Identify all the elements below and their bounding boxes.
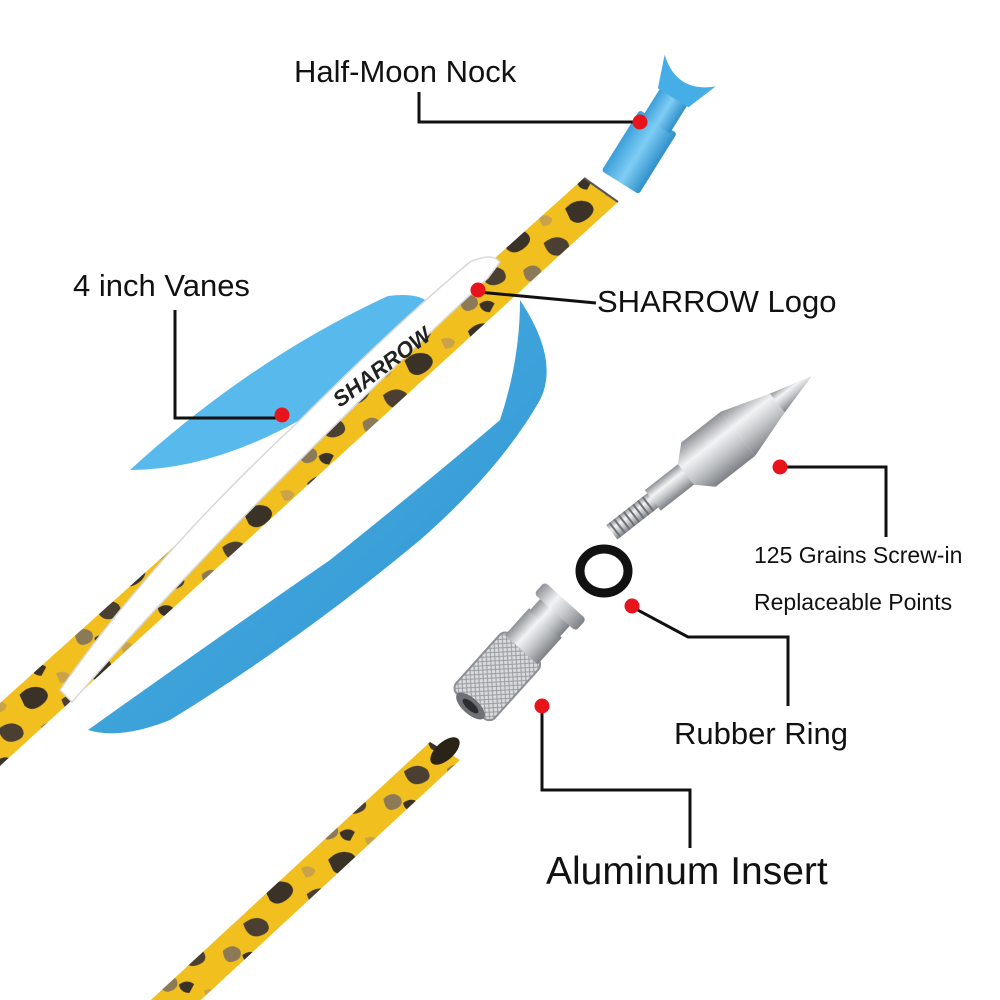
- label-aluminum-insert: Aluminum Insert: [546, 850, 828, 893]
- leader-points: [780, 465, 888, 537]
- label-half-moon-nock: Half-Moon Nock: [294, 54, 517, 89]
- marker-ring: [624, 598, 640, 614]
- leader-insert: [540, 707, 692, 848]
- label-vanes: 4 inch Vanes: [73, 268, 250, 303]
- aluminum-insert: [453, 583, 585, 722]
- screw-in-point: [606, 375, 812, 540]
- arrow-shaft-upper: [0, 177, 619, 766]
- vane-blue-back: [130, 295, 430, 470]
- marker-points: [772, 459, 788, 475]
- rubber-ring: [575, 544, 633, 598]
- label-points-line1: 125 Grains Screw-in: [754, 542, 963, 568]
- leader-nock: [417, 92, 640, 124]
- marker-insert: [534, 698, 550, 714]
- label-points-line2: Replaceable Points: [754, 589, 953, 615]
- marker-logo: [470, 282, 486, 298]
- label-rubber-ring: Rubber Ring: [674, 716, 849, 751]
- half-moon-nock: [602, 54, 716, 194]
- leader-vanes: [173, 310, 282, 420]
- marker-nock: [632, 114, 648, 130]
- leader-ring: [631, 605, 790, 706]
- leader-logo: [477, 290, 597, 305]
- marker-vanes: [274, 407, 290, 423]
- label-logo: SHARROW Logo: [597, 284, 837, 319]
- arrow-shaft-lower: [150, 737, 460, 1000]
